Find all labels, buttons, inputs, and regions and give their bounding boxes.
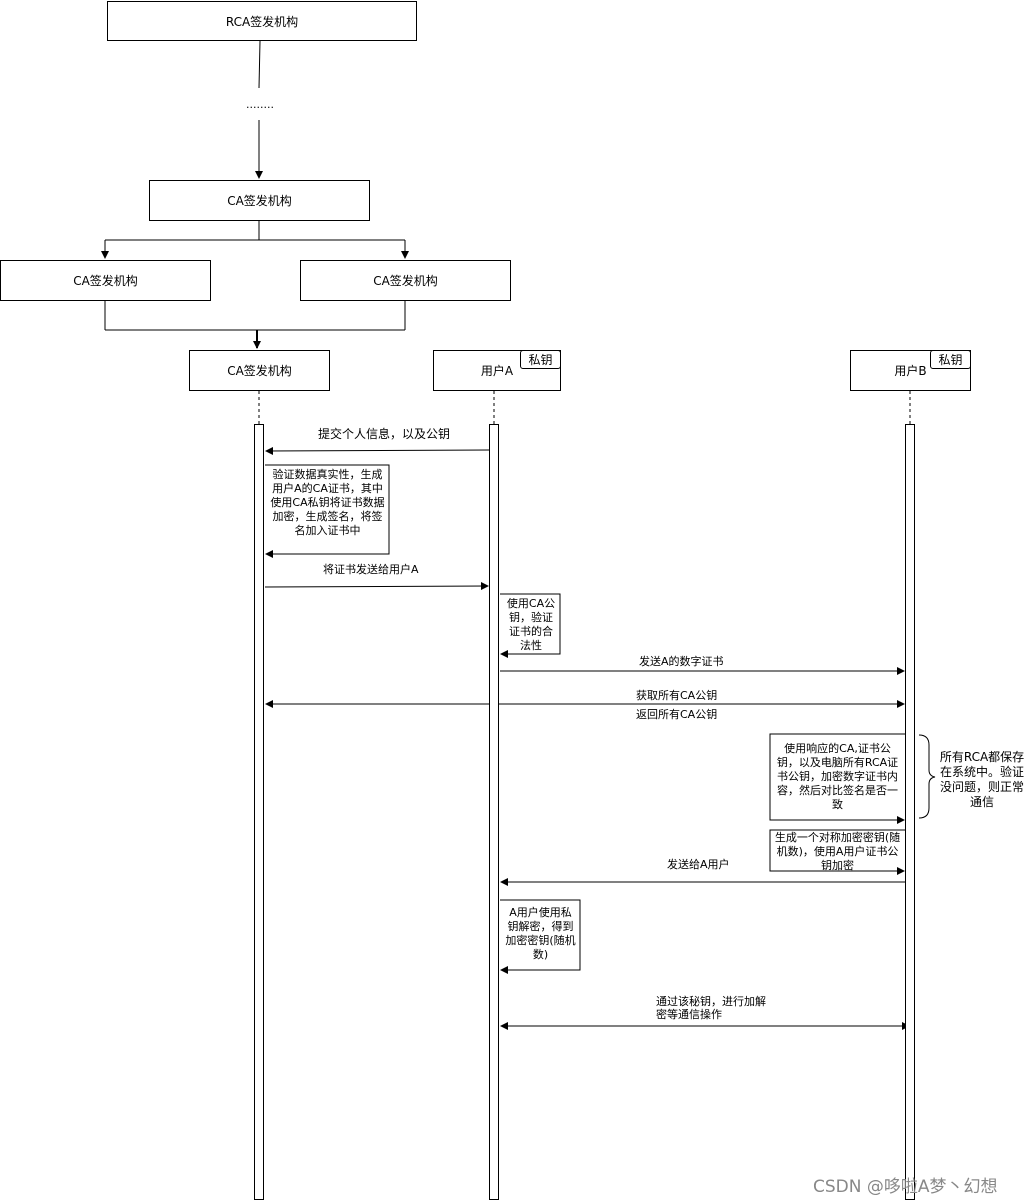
label-send-to-a: 发送给A用户 — [667, 858, 730, 871]
label-send-digital-cert: 发送A的数字证书 — [639, 655, 724, 668]
note-b-verify-signature: 使用响应的CA,证书公钥，以及电脑所有RCA证书公钥，加密数字证书内容，然后对比… — [776, 742, 899, 811]
label-submit-info: 提交个人信息，以及公钥 — [318, 427, 451, 441]
label-communicate: 通过该秘钥，进行加解密等通信操作 — [656, 995, 766, 1021]
ca-issuer-box-mid: CA签发机构 — [149, 180, 370, 221]
note-a-decrypt: A用户使用私钥解密，得到加密密钥(随机数) — [505, 906, 576, 961]
user-b-activation-bar — [905, 424, 915, 1200]
ca-issuer-box-left: CA签发机构 — [0, 260, 211, 301]
note-verify-generate-cert: 验证数据真实性，生成用户A的CA证书，其中使用CA私钥将证书数据加密，生成签名，… — [270, 468, 385, 537]
ellipsis-dots: ........ — [246, 98, 274, 111]
brace-rca — [918, 734, 936, 819]
arrow-gen-key-self — [769, 829, 905, 875]
arrow-submit-info — [265, 446, 490, 455]
private-key-a-tag: 私钥 — [520, 350, 561, 369]
ca-issuer-box-right: CA签发机构 — [300, 260, 511, 301]
note-rca-saved: 所有RCA都保存在系统中。验证没问题，则正常通信 — [939, 750, 1025, 809]
ca-lane-header: CA签发机构 — [189, 350, 330, 391]
watermark: CSDN @哆啦A梦丶幻想 — [813, 1177, 998, 1197]
arrow-send-cert — [264, 582, 489, 591]
arrow-a-verify-self — [500, 593, 561, 658]
rca-issuer-box: RCA签发机构 — [107, 1, 417, 41]
label-get-ca-keys: 获取所有CA公钥 — [636, 689, 718, 702]
user-a-activation-bar — [489, 424, 499, 1200]
edge-rca-dots — [258, 40, 261, 89]
label-return-ca-keys: 返回所有CA公钥 — [636, 708, 718, 721]
arrow-b-verify-self — [769, 733, 905, 824]
arrow-verify-self — [265, 464, 390, 558]
arrow-a-decrypt-self — [500, 899, 581, 974]
private-key-b-tag: 私钥 — [930, 350, 971, 369]
label-send-cert: 将证书发送给用户A — [323, 563, 419, 576]
ca-activation-bar — [254, 424, 264, 1200]
note-generate-symmetric-key: 生成一个对称加密密钥(随机数)，使用A用户证书公钥加密 — [774, 831, 901, 872]
note-verify-ca-public-key: 使用CA公钥，验证证书的合法性 — [506, 597, 556, 652]
